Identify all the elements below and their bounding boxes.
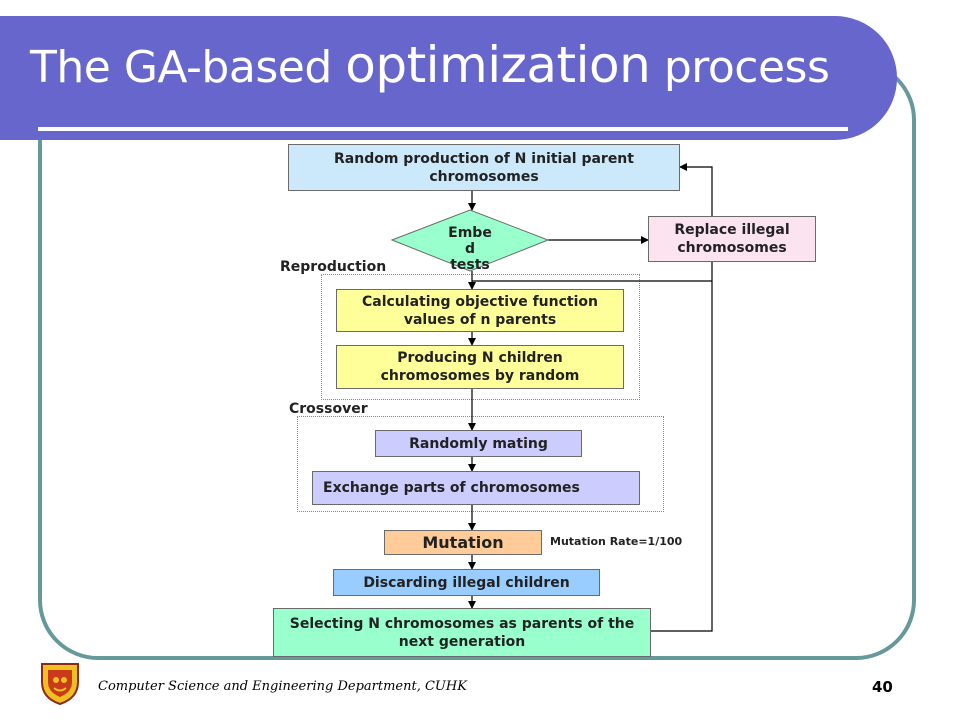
randomly-mating-box: Randomly mating [375,430,582,457]
footer-department: Computer Science and Engineering Departm… [98,679,467,694]
reproduction-group [321,274,640,400]
start-box: Random production of N initial parent ch… [288,144,680,191]
mutation-rate-label: Mutation Rate=1/100 [550,535,683,548]
crossover-group [297,416,664,512]
reproduction-label: Reproduction [280,259,387,275]
title-bar [0,16,897,140]
title-underline [38,127,848,131]
page-title: The GA-based optimization process [30,36,830,94]
title-part-3: process [650,42,830,93]
crossover-label: Crossover [289,401,368,417]
produce-children-box: Producing N children chromosomes by rand… [336,345,624,389]
discard-illegal-box: Discarding illegal children [333,569,600,596]
exchange-parts-box: Exchange parts of chromosomes [312,471,640,505]
decision-label: Embe d tests [448,225,492,273]
cuhk-crest-icon [36,660,84,706]
decision-diamond [390,209,550,272]
arrow-loop-back [651,163,713,632]
replace-illegal-box: Replace illegal chromosomes [648,216,816,262]
calculate-objective-box: Calculating objective function values of… [336,289,624,332]
title-part-1: The GA-based [30,42,346,93]
title-part-2: optimization [345,36,651,94]
slide-number: 40 [872,678,893,696]
mutation-box: Mutation [384,530,542,555]
select-parents-box: Selecting N chromosomes as parents of th… [273,608,651,657]
